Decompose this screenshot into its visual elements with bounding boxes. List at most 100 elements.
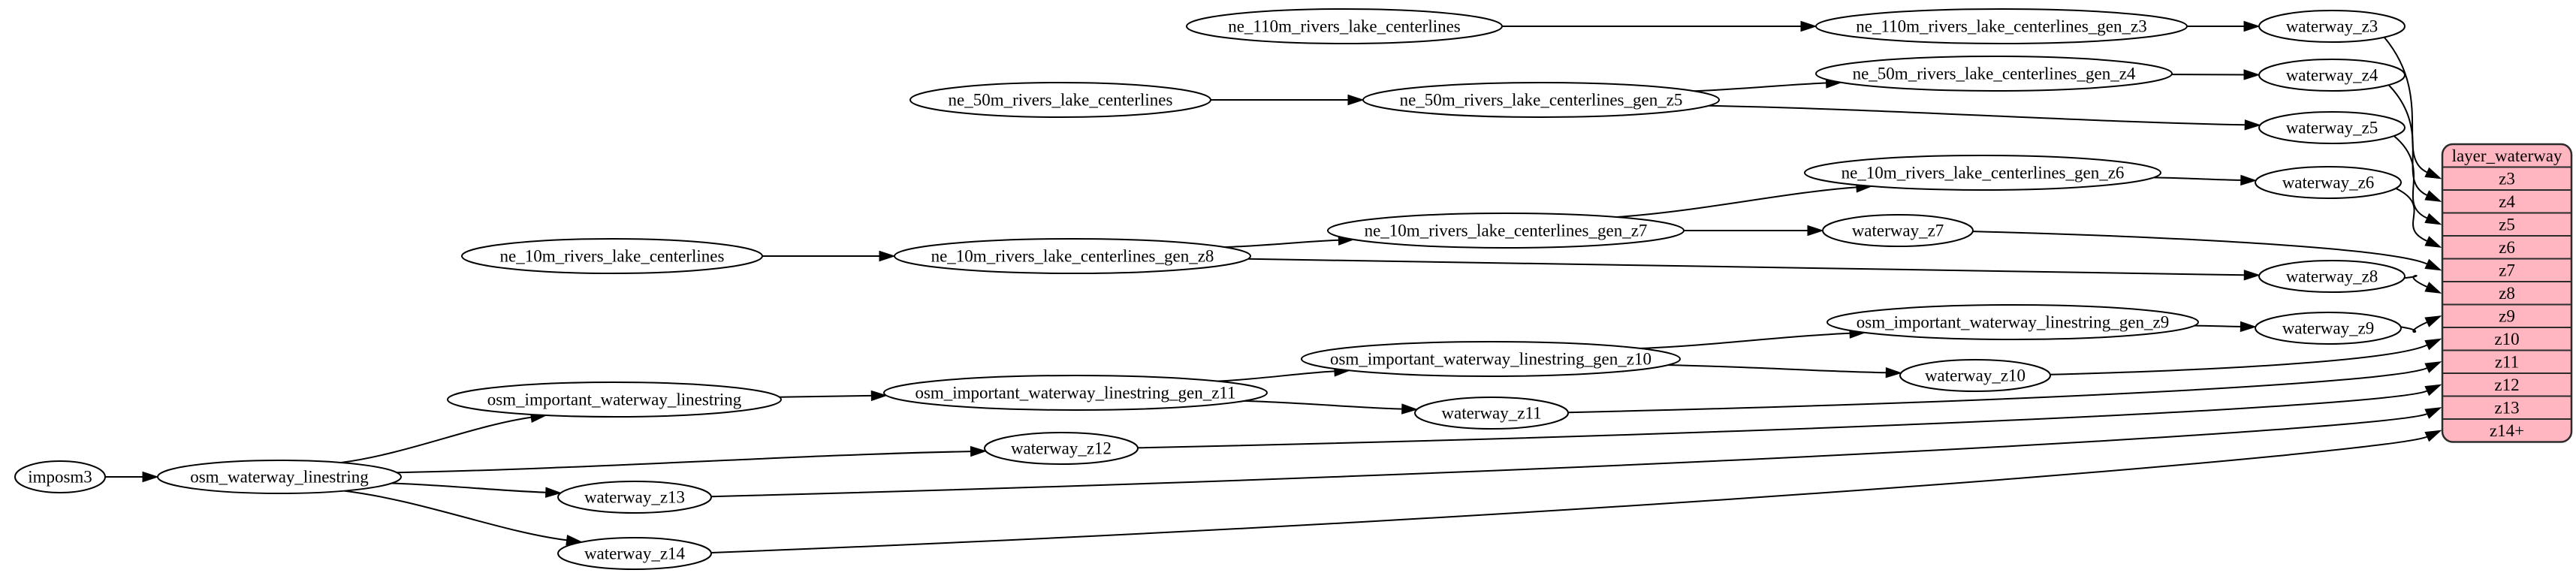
node-label: waterway_z12 [1011,439,1112,458]
edge-osm_waterway_linestring-to-waterway_z13 [391,482,563,498]
edge-waterway_z6-to-table-z6 [2395,187,2442,248]
node-label: waterway_z7 [1852,222,1944,240]
node-label: waterway_z10 [1925,366,2026,385]
node-ellipse [557,481,712,514]
node-label: ne_50m_rivers_lake_centerlines_gen_z5 [1400,91,1683,110]
node-ellipse [894,238,1251,274]
node-ellipse [1822,214,1974,247]
node-waterway_z5: waterway_z5 [2258,111,2406,144]
edge-line [2404,274,2428,288]
arrowhead-icon [142,471,159,483]
table-row-z9: z9 [2499,306,2515,325]
edge-osm_waterway_linestring-to-osm_important_waterway_linestring [340,412,547,463]
node-waterway_z10: waterway_z10 [1899,359,2051,392]
table-row-z12: z12 [2494,375,2519,394]
node-ne_110m_rivers_lake_centerlines: ne_110m_rivers_lake_centerlines [1186,8,1503,44]
edge-line [2050,344,2428,375]
table-row-z14plus: z14+ [2490,421,2524,440]
edge-waterway_z7-to-table-z7 [1972,231,2442,271]
arrowhead-icon [879,250,896,262]
node-ne_50m_rivers_lake_centerlines_gen_z5: ne_50m_rivers_lake_centerlines_gen_z5 [1362,82,1720,118]
arrowhead-icon [870,390,888,402]
arrowhead-icon [544,487,563,498]
node-waterway_z13: waterway_z13 [557,481,712,514]
node-ellipse [984,432,1139,465]
node-osm_important_waterway_linestring_gen_z9: osm_important_waterway_linestring_gen_z9 [1826,304,2199,340]
edge-waterway_z9-to-table-z9 [2400,315,2442,333]
node-ellipse [2258,260,2406,293]
node-label: waterway_z14 [584,544,686,563]
node-ne_10m_rivers_lake_centerlines: ne_10m_rivers_lake_centerlines [461,238,763,274]
arrowhead-icon [1401,403,1419,415]
node-ellipse [14,460,106,493]
edge-line [1668,364,1887,374]
table-row-z6: z6 [2499,238,2515,257]
arrowhead-icon [1347,94,1365,106]
edge-line [710,436,2428,553]
edge-ne_10m_rivers_lake_centerlines_gen_z7-to-waterway_z7 [1683,225,1824,237]
arrowhead-icon [2424,282,2442,294]
edge-line [1137,390,2428,449]
node-imposm3: imposm3 [14,460,106,493]
edge-waterway_z12-to-table-z12 [1137,384,2442,449]
node-ellipse [2255,166,2402,199]
node-label: waterway_z5 [2286,119,2378,137]
edge-osm_important_waterway_linestring_gen_z11-to-waterway_z11 [1244,400,1419,415]
node-ne_50m_rivers_lake_centerlines_gen_z4: ne_50m_rivers_lake_centerlines_gen_z4 [1815,56,2173,92]
arrowhead-icon [1885,367,1902,378]
node-osm_important_waterway_linestring: osm_important_waterway_linestring [447,381,782,418]
node-ne_10m_rivers_lake_centerlines_gen_z6: ne_10m_rivers_lake_centerlines_gen_z6 [1804,155,2161,191]
edge-waterway_z11-to-table-z11 [1567,361,2442,414]
node-label: ne_110m_rivers_lake_centerlines [1228,17,1461,36]
arrowhead-icon [2424,315,2442,327]
node-waterway_z12: waterway_z12 [984,432,1139,465]
table-layer-waterway: layer_waterwayz3z4z5z6z7z8z9z10z11z12z13… [2441,143,2573,443]
edge-line [391,482,546,493]
node-label: ne_110m_rivers_lake_centerlines_gen_z3 [1856,17,2146,36]
edge-line [2400,321,2428,333]
arrowhead-icon [2424,213,2442,225]
edge-line [1694,82,1826,92]
edge-osm_important_waterway_linestring_gen_z10-to-waterway_z10 [1668,364,1902,378]
node-label: osm_important_waterway_linestring_gen_z1… [915,384,1235,403]
edge-line [779,394,872,398]
arrowhead-icon [2424,384,2442,397]
node-osm_important_waterway_linestring_gen_z11: osm_important_waterway_linestring_gen_z1… [883,375,1268,411]
table-row-z3: z3 [2499,169,2515,188]
node-waterway_z6: waterway_z6 [2255,166,2402,199]
arrowhead-icon [2424,258,2442,271]
node-osm_important_waterway_linestring_gen_z10: osm_important_waterway_linestring_gen_z1… [1301,341,1681,377]
arrowhead-icon [1800,20,1817,32]
arrowhead-icon [2424,407,2442,419]
edge-line [1224,239,1339,249]
edge-ne_50m_rivers_lake_centerlines_gen_z5-to-ne_50m_rivers_lake_centerlines_gen_z4 [1694,77,1843,92]
node-ellipse [883,375,1268,411]
node-label: waterway_z11 [1441,404,1541,423]
edge-line [2153,176,2241,181]
node-label: ne_10m_rivers_lake_centerlines_gen_z7 [1365,222,1648,240]
edge-osm_important_waterway_linestring-to-osm_important_waterway_linestring_gen_z11 [779,390,888,402]
edge-ne_110m_rivers_lake_centerlines-to-ne_110m_rivers_lake_centerlines_gen_z3 [1502,20,1817,32]
arrowhead-icon [2424,361,2442,373]
node-ellipse [557,537,712,570]
edge-ne_10m_rivers_lake_centerlines-to-ne_10m_rivers_lake_centerlines_gen_z8 [762,250,896,262]
edge-osm_waterway_linestring-to-waterway_z12 [397,445,988,474]
node-label: imposm3 [28,468,92,487]
node-ellipse [1804,155,2161,191]
edge-ne_110m_rivers_lake_centerlines_gen_z3-to-waterway_z3 [2187,20,2261,32]
edge-line [2383,36,2428,173]
arrowhead-icon [2240,321,2258,333]
node-ellipse [2258,59,2406,92]
arrowhead-icon [1807,225,1824,237]
edge-line [397,451,971,474]
node-ellipse [1186,8,1503,44]
edge-line [2395,187,2428,242]
arrowhead-icon [2243,270,2261,281]
edge-ne_50m_rivers_lake_centerlines-to-ne_50m_rivers_lake_centerlines_gen_z5 [1211,94,1365,106]
arrowhead-icon [2243,20,2261,32]
table-row-z11: z11 [2495,352,2519,371]
node-ne_10m_rivers_lake_centerlines_gen_z7: ne_10m_rivers_lake_centerlines_gen_z7 [1327,213,1685,249]
edge-line [1244,400,1402,410]
